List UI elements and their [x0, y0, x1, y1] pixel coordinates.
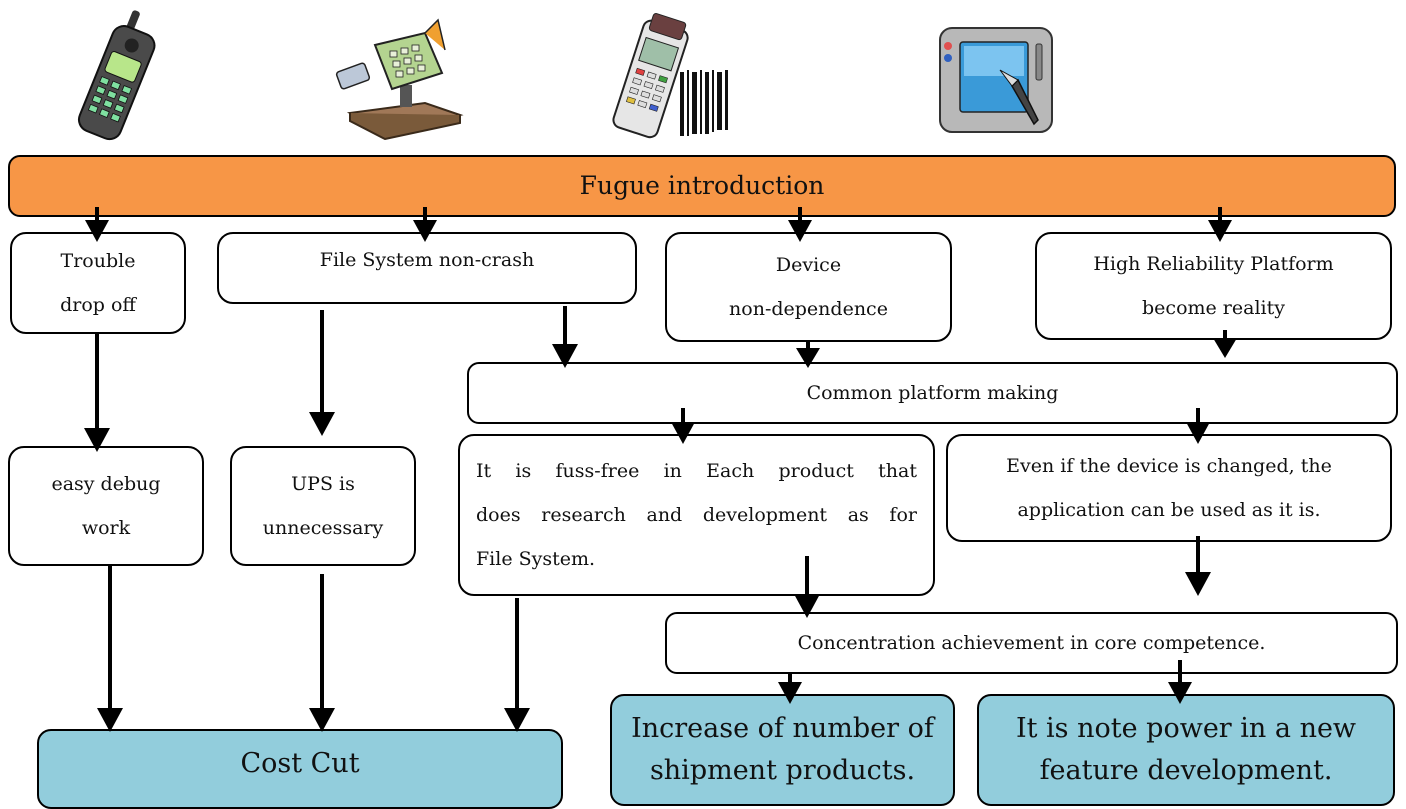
arrow-debug-to-cost-cut	[97, 564, 123, 732]
fugue-introduction-label: Fugue introduction	[579, 171, 825, 200]
arrow-fugue-to-file-system	[413, 207, 437, 242]
concentration-label: Concentration achievement in core compet…	[797, 632, 1266, 654]
trouble-drop-off-box: Trouble drop off	[10, 232, 186, 334]
new-feature-line-2: feature development.	[1039, 755, 1333, 786]
device-line-2: non-dependence	[729, 298, 888, 320]
arrow-device-changed-to-concentration	[1185, 536, 1211, 596]
arrow-concentration-to-new-feature	[1168, 660, 1192, 704]
pos-cash-register-icon	[335, 18, 464, 140]
cost-cut-label: Cost Cut	[240, 748, 360, 779]
device-changed-box: Even if the device is changed, the appli…	[946, 434, 1392, 542]
tablet-pen-icon	[939, 27, 1053, 133]
trouble-line-1: Trouble	[60, 250, 136, 272]
arrow-concentration-to-shipment	[778, 674, 802, 704]
shipment-line-1: Increase of number of	[631, 713, 934, 744]
new-feature-line-1: It is note power in a new	[1015, 713, 1357, 744]
high-reliability-line-2: become reality	[1142, 297, 1285, 319]
arrow-fugue-to-high-rel	[1208, 207, 1232, 242]
fuss-free-line-1: It is fuss-free in Each product that	[476, 460, 917, 482]
common-platform-making-box: Common platform making	[467, 362, 1398, 424]
arrow-fugue-to-trouble	[85, 207, 109, 242]
shipment-products-box: Increase of number of shipment products.	[610, 694, 955, 806]
easy-debug-line-2: work	[81, 517, 131, 539]
trouble-line-2: drop off	[60, 294, 136, 316]
ups-unnecessary-box: UPS is unnecessary	[230, 446, 416, 566]
device-changed-line-1: Even if the device is changed, the	[1006, 455, 1332, 477]
ups-line-2: unnecessary	[262, 517, 384, 539]
device-line-1: Device	[775, 254, 842, 276]
device-changed-line-2: application can be used as it is.	[1017, 499, 1321, 521]
barcode-scanner-icon	[612, 13, 728, 139]
ups-line-1: UPS is	[291, 473, 355, 495]
fuss-free-line-2: does research and development as for	[476, 504, 917, 526]
arrow-common-to-fuss-free	[671, 408, 695, 444]
easy-debug-work-box: easy debug work	[8, 446, 204, 566]
arrow-fugue-to-device	[788, 207, 812, 242]
new-feature-development-box: It is note power in a new feature develo…	[977, 694, 1395, 806]
easy-debug-line-1: easy debug	[51, 473, 161, 495]
fuss-free-line-3: File System.	[476, 548, 596, 570]
arrow-device-to-common	[796, 340, 820, 368]
arrow-common-to-device-changed	[1186, 408, 1210, 444]
fugue-introduction-bar: Fugue introduction	[8, 155, 1396, 217]
arrow-trouble-to-debug	[84, 334, 110, 452]
arrow-fuss-free-to-concentration	[794, 556, 820, 618]
arrow-highrel-to-common	[1213, 330, 1237, 358]
arrow-fs-to-common	[552, 306, 578, 368]
high-reliability-platform-box: High Reliability Platform become reality	[1035, 232, 1392, 340]
fuss-free-box: It is fuss-free in Each product that doe…	[458, 434, 935, 596]
file-system-non-crash-box: File System non-crash	[217, 232, 637, 304]
arrow-fuss-free-to-cost-cut	[504, 598, 530, 732]
high-reliability-line-1: High Reliability Platform	[1093, 253, 1334, 275]
shipment-line-2: shipment products.	[649, 755, 916, 786]
common-platform-making-label: Common platform making	[806, 382, 1059, 404]
arrow-ups-to-cost-cut	[309, 574, 335, 732]
mobile-phone-icon	[77, 10, 156, 141]
file-system-non-crash-label: File System non-crash	[319, 249, 535, 271]
concentration-core-competence-box: Concentration achievement in core compet…	[665, 612, 1398, 674]
arrow-fs-to-ups	[309, 310, 335, 436]
